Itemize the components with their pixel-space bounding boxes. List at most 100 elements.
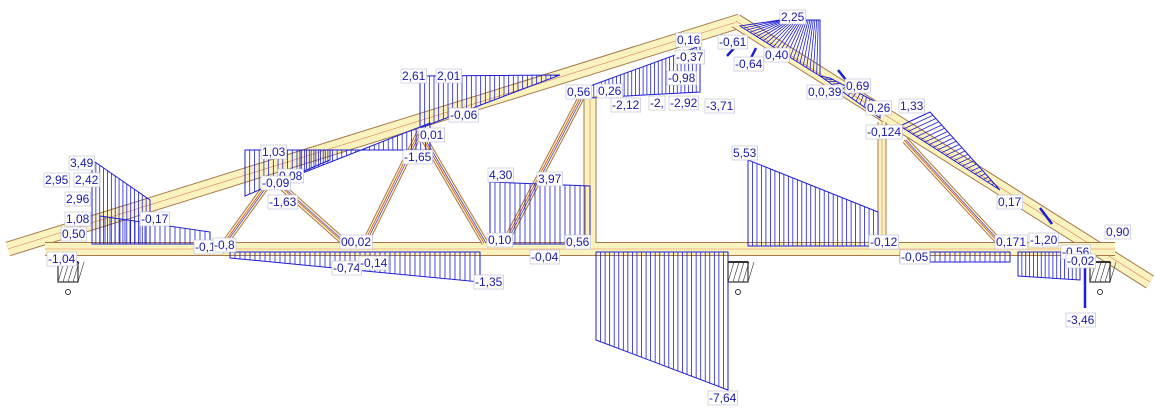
moment-bottom-center-positive — [489, 181, 591, 245]
label-l08: 2,61 — [400, 68, 427, 84]
value-label: -0,8 — [214, 238, 235, 252]
top-chord-left — [5, 13, 743, 257]
label-l52: -0,74 — [331, 260, 362, 276]
label-l56: -3,46 — [1065, 312, 1096, 328]
value-label: -0,37 — [676, 50, 704, 64]
value-label: 1,33 — [900, 99, 924, 113]
value-label: -7,64 — [709, 391, 737, 405]
value-label: -1,35 — [475, 275, 503, 289]
moment-top-left-3 — [419, 74, 561, 129]
label-l30: 2,95 — [43, 172, 70, 188]
label-l29: 3,97 — [536, 171, 563, 187]
value-label: 5,53 — [733, 146, 757, 160]
label-l22: 1,03 — [260, 144, 287, 160]
value-label: -0,124 — [867, 125, 901, 139]
label-l07: -0,98 — [666, 70, 697, 86]
label-l47: 0,90 — [1104, 224, 1131, 240]
moment-top-right-3 — [898, 111, 1001, 191]
value-label: 2,42 — [75, 173, 99, 187]
label-l43: 0,56 — [564, 234, 591, 250]
value-label: 1,03 — [262, 145, 286, 159]
value-label: 4,30 — [489, 168, 513, 182]
label-l11: 0,26 — [596, 83, 623, 99]
label-l02: 0,16 — [675, 32, 702, 48]
support-middle — [727, 261, 755, 295]
label-l21: -0,124 — [865, 124, 903, 140]
value-label: -0,98 — [668, 71, 696, 85]
label-l45: 0,171 — [994, 234, 1028, 250]
value-label: -1,63 — [269, 195, 297, 209]
moment-bottom-right-2 — [1017, 251, 1081, 281]
value-label: 0,26 — [598, 84, 622, 98]
value-label: 0,40 — [765, 48, 789, 62]
label-l10: 0,56 — [565, 84, 592, 100]
label-l37: -0,17 — [139, 211, 170, 227]
label-l33: -1,63 — [267, 194, 298, 210]
label-l35: 0,17 — [996, 194, 1023, 210]
value-label: 0,01 — [420, 128, 444, 142]
value-label: -0,02 — [1067, 254, 1095, 268]
value-label: 0,56 — [566, 235, 590, 249]
value-label: -0,12 — [870, 235, 898, 249]
label-l25: 5,53 — [731, 145, 758, 161]
label-l13: -2, — [648, 95, 666, 111]
value-label: 3,97 — [538, 172, 562, 186]
label-l26: 3,49 — [68, 155, 95, 171]
label-l46: -1,20 — [1028, 232, 1059, 248]
value-label: -1,20 — [1030, 233, 1058, 247]
label-l55: -1,35 — [473, 274, 504, 290]
value-label: -0,06 — [450, 108, 478, 122]
moment-spike-right-mid — [837, 69, 847, 81]
label-l48: -1,04 — [46, 251, 77, 267]
label-l09: 2,01 — [435, 68, 462, 84]
label-l38: 0,50 — [60, 226, 87, 242]
label-l03: -0,61 — [717, 34, 748, 50]
value-label: -3,71 — [706, 99, 734, 113]
moment-left-end-2 — [99, 215, 211, 245]
value-label: -0,05 — [901, 250, 929, 264]
label-l53: -0,14 — [358, 255, 389, 271]
label-l23: 0,01 — [418, 127, 445, 143]
value-label: 0,171 — [996, 235, 1026, 249]
label-l34: 2,96 — [64, 191, 91, 207]
label-l41: 00,02 — [339, 234, 373, 250]
label-l24: -1,65 — [402, 149, 433, 165]
value-label: -0,64 — [735, 57, 763, 71]
value-labels: 2,25 0,16 -0,61 -0,37 0,40 -0,64 -0,98 2… — [43, 9, 1131, 406]
label-l18: -0,06 — [448, 107, 479, 123]
value-label: 0,17 — [998, 195, 1022, 209]
label-l05: 0,40 — [763, 47, 790, 63]
support-left — [57, 261, 85, 295]
value-label: 00,02 — [341, 235, 371, 249]
label-l42: 0,10 — [486, 232, 513, 248]
label-l15: -3,71 — [704, 98, 735, 114]
moment-top-right-1 — [738, 19, 821, 77]
moment-spike-right-top — [1039, 207, 1053, 225]
value-label: -0,09 — [262, 176, 290, 190]
value-label: 1,08 — [66, 212, 90, 226]
value-label: 0,90 — [1106, 225, 1130, 239]
value-label: -0,17 — [141, 212, 169, 226]
label-l54: -0,02 — [1065, 253, 1096, 269]
value-label: 0,16 — [677, 33, 701, 47]
label-l44: -0,12 — [868, 234, 899, 250]
moment-bottom-mid-negative — [595, 251, 729, 391]
value-label: -0,14 — [360, 256, 388, 270]
label-l20: 1,33 — [898, 98, 925, 114]
value-label: -0,04 — [531, 250, 559, 264]
label-l06: -0,64 — [733, 56, 764, 72]
web-4 — [416, 130, 489, 245]
value-label: 2,25 — [781, 10, 805, 24]
label-l12: -2,12 — [610, 97, 641, 113]
label-l40: -0,8 — [212, 237, 237, 253]
label-l19: 0,26 — [865, 100, 892, 116]
value-label: -2, — [650, 96, 664, 110]
value-label: -0,61 — [719, 35, 747, 49]
web-5 — [501, 94, 586, 245]
value-label: -1,65 — [404, 150, 432, 164]
top-chord-right — [732, 14, 1154, 289]
value-label: 0,69 — [846, 79, 870, 93]
value-label: 2,61 — [402, 69, 426, 83]
label-l50: -0,05 — [899, 249, 930, 265]
value-label: 2,96 — [66, 192, 90, 206]
